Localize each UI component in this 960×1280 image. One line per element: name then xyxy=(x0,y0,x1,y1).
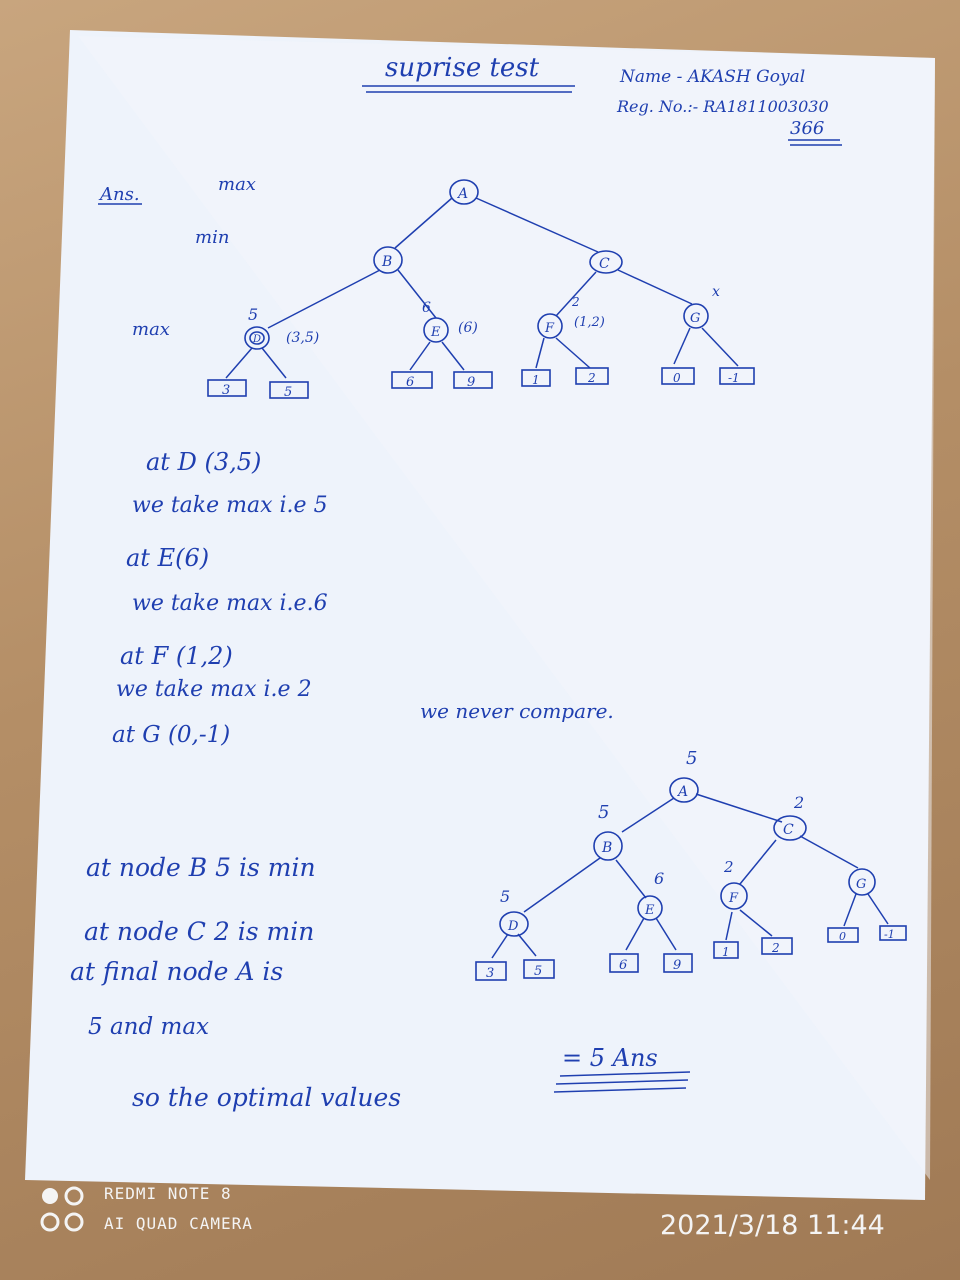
ans-label: Ans. xyxy=(98,184,140,205)
tree1-node-d xyxy=(244,326,270,350)
tree1-node-d-label: D xyxy=(252,334,261,345)
conclusion-node-c: at node C 2 is min xyxy=(84,917,314,946)
watermark-camera: AI QUAD CAMERA xyxy=(104,1214,253,1233)
level-max-label-2: max xyxy=(132,319,170,340)
tree2-node-d xyxy=(499,911,529,937)
note-take-max-e: we take max i.e.6 xyxy=(132,591,328,616)
tree1-leaf-7: 0 xyxy=(673,371,681,385)
tree2-leaf-7: 0 xyxy=(839,930,846,943)
tree2-leaf-3: 6 xyxy=(619,958,627,973)
camera-logo-icon xyxy=(40,1186,84,1232)
tree2-node-e-label: E xyxy=(644,903,655,918)
photo-timestamp: 2021/3/18 11:44 xyxy=(660,1210,885,1241)
note-at-g: at G (0,-1) xyxy=(112,722,230,748)
tree2-c-value: 2 xyxy=(793,793,804,812)
tree1-d-annotation: (3,5) xyxy=(286,330,319,346)
tree2-node-a xyxy=(669,777,699,803)
tree1-node-b-label: B xyxy=(381,254,392,270)
tree1-leaf-6: 2 xyxy=(587,371,596,385)
level-max-label: max xyxy=(218,174,256,195)
tree1-g-pruned-mark: x xyxy=(712,284,720,300)
tree1-leaf-5: 1 xyxy=(532,373,540,387)
reg-number: Reg. No.:- RA1811003030 xyxy=(616,97,829,116)
tree2-leaf-5: 1 xyxy=(722,945,730,959)
tree1-e-annotation: (6) xyxy=(458,320,478,336)
tree2-node-b xyxy=(593,831,623,861)
tree1-leaf-2: 5 xyxy=(284,385,292,400)
tree1-leaves: 3 5 6 9 1 2 0 -1 xyxy=(207,367,755,400)
tree2-b-value: 5 xyxy=(598,802,609,823)
note-at-e: at E(6) xyxy=(126,544,209,572)
tree1-leaf-1: 3 xyxy=(222,383,230,398)
tree1-leaf-3: 6 xyxy=(406,375,414,390)
tree2-node-c-label: C xyxy=(783,822,794,838)
tree1-node-c xyxy=(589,250,623,274)
tree1-d-value: 5 xyxy=(248,305,258,324)
note-at-d: at D (3,5) xyxy=(146,448,261,476)
tree1-node-a xyxy=(449,179,479,205)
tree2-leaf-4: 9 xyxy=(673,958,681,973)
tree1-node-e-label: E xyxy=(430,325,441,340)
tree1-node-a-label: A xyxy=(456,186,468,202)
tree2-node-f-label: F xyxy=(728,891,739,906)
conclusion-node-a: at final node A is xyxy=(70,957,283,986)
tree2-node-g-label: G xyxy=(856,877,866,892)
tree2-leaf-8: -1 xyxy=(884,928,895,941)
watermark-model: REDMI NOTE 8 xyxy=(104,1184,232,1203)
tree2-a-value: 5 xyxy=(686,748,697,769)
tree2-leaf-2: 5 xyxy=(534,964,542,979)
tree1-edges xyxy=(225,197,739,379)
tree1-node-f xyxy=(537,313,563,339)
note-take-max-f: we take max i.e 2 xyxy=(116,677,312,702)
tree2-node-b-label: B xyxy=(601,840,612,856)
tree2-f-value: 2 xyxy=(723,858,734,876)
tree1-e-value: 6 xyxy=(422,300,431,316)
tree2-node-g xyxy=(848,868,876,896)
tree1-f-value: 2 xyxy=(571,295,580,309)
student-name: Name - AKASH Goyal xyxy=(619,67,805,87)
tree2-node-d-label: D xyxy=(507,919,519,934)
conclusion-node-b: at node B 5 is min xyxy=(86,853,316,882)
final-answer: = 5 Ans xyxy=(562,1044,658,1072)
tree2-node-a-label: A xyxy=(676,784,688,800)
tree1-node-c-label: C xyxy=(599,256,610,272)
tree2-node-c xyxy=(773,815,807,841)
tree2-node-e xyxy=(637,895,663,921)
tree2-leaf-6: 2 xyxy=(771,941,780,955)
tree2-edges xyxy=(491,793,889,959)
tree2-d-value: 5 xyxy=(500,887,510,906)
tree2-node-f xyxy=(720,882,748,910)
tree2-leaf-1: 3 xyxy=(486,966,494,981)
level-min-label: min xyxy=(195,227,229,248)
tree1-node-g xyxy=(683,303,709,329)
conclusion-max: 5 and max xyxy=(88,1014,209,1040)
final-statement: so the optimal values xyxy=(132,1083,401,1112)
note-at-f: at F (1,2) xyxy=(120,642,233,670)
tree2-e-value: 6 xyxy=(654,869,664,888)
tree1-node-f-label: F xyxy=(544,321,555,336)
tree2-leaves: 3 5 6 9 1 2 0 -1 xyxy=(475,925,907,981)
tree1-f-annotation: (1,2) xyxy=(574,315,605,330)
test-title: suprise test xyxy=(385,53,540,83)
note-take-max-d: we take max i.e 5 xyxy=(132,493,328,518)
note-never-compare: we never compare. xyxy=(420,699,614,723)
tree1-leaf-8: -1 xyxy=(728,371,740,385)
section-number: 366 xyxy=(790,118,824,139)
tree1-leaf-4: 9 xyxy=(467,375,475,390)
tree1-node-b xyxy=(373,246,403,274)
tree1-node-e xyxy=(423,317,449,343)
tree1-node-g-label: G xyxy=(690,311,700,326)
